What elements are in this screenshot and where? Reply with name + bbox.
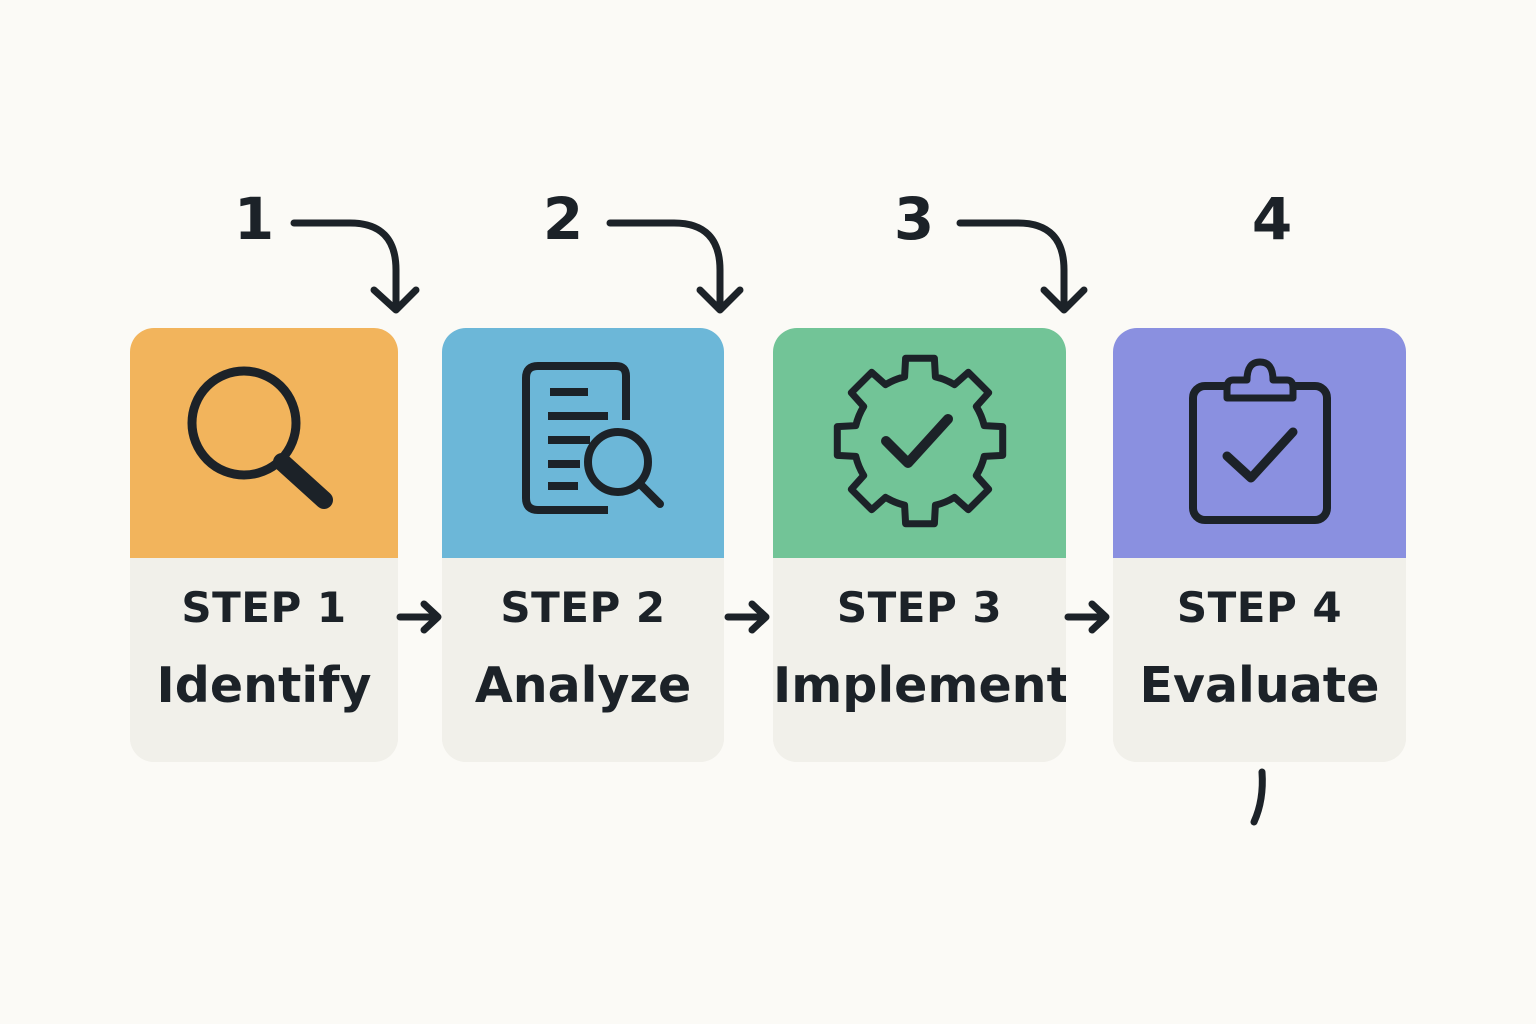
step-card-evaluate: STEP 4 Evaluate: [1113, 328, 1406, 762]
step-name-1: Identify: [156, 657, 372, 714]
step-name-2: Analyze: [474, 657, 692, 714]
step-card-identify: STEP 1 Identify: [130, 328, 398, 762]
step-number-1: 1: [233, 185, 275, 253]
card-header-4: [1113, 328, 1406, 558]
card-header-1: [130, 328, 398, 558]
curved-arrow-2: [606, 219, 724, 310]
gear-check-icon: [830, 353, 1010, 533]
step-label-3: STEP 3: [836, 583, 1003, 632]
step-card-analyze: STEP 2 Analyze: [442, 328, 724, 762]
clipboard-check-icon: [1185, 358, 1335, 528]
step-label-2: STEP 2: [500, 583, 666, 632]
card-body-1: STEP 1 Identify: [130, 558, 398, 762]
step-number-3: 3: [893, 185, 935, 253]
flow-arrow-head-3: [1088, 600, 1110, 634]
step-card-implement: STEP 3 Implement: [773, 328, 1066, 762]
curved-arrow-3: [956, 219, 1068, 310]
curved-arrow-1: [290, 219, 400, 310]
flow-arrow-head-1: [420, 600, 442, 634]
tail-stroke: [1250, 768, 1266, 826]
card-body-4: STEP 4 Evaluate: [1113, 558, 1406, 762]
curved-arrow-head-3: [1040, 286, 1088, 314]
step-label-1: STEP 1: [181, 583, 347, 632]
step-name-3: Implement: [773, 657, 1066, 714]
step-number-2: 2: [542, 185, 584, 253]
magnifier-icon: [184, 358, 344, 528]
card-header-2: [442, 328, 724, 558]
step-label-4: STEP 4: [1176, 583, 1343, 632]
flow-arrow-head-2: [748, 600, 770, 634]
step-number-4: 4: [1251, 185, 1293, 253]
document-search-icon: [498, 358, 668, 528]
card-body-3: STEP 3 Implement: [773, 558, 1066, 762]
card-body-2: STEP 2 Analyze: [442, 558, 724, 762]
card-header-3: [773, 328, 1066, 558]
curved-arrow-head-2: [696, 286, 744, 314]
step-name-4: Evaluate: [1139, 657, 1380, 714]
curved-arrow-head-1: [370, 286, 420, 314]
